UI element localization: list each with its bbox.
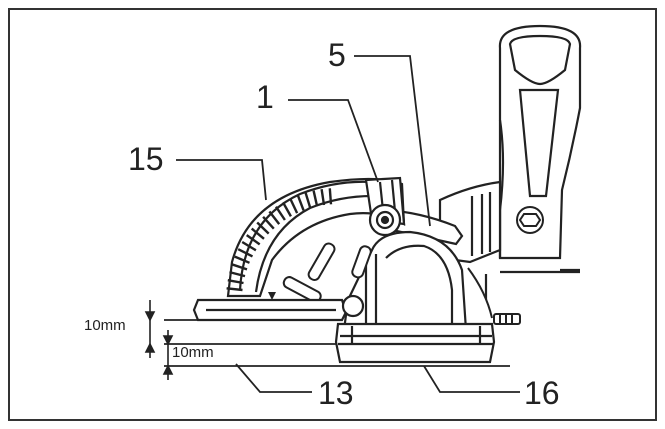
front-base-plate	[192, 298, 348, 322]
guard-rib	[226, 287, 243, 292]
guard-rib	[231, 263, 248, 271]
guard-rib	[281, 201, 292, 217]
guard-rib	[275, 206, 286, 221]
base-roller-icon	[341, 294, 365, 318]
callout-1: 1	[256, 79, 274, 115]
rear-base-block	[334, 322, 496, 364]
guard-rib	[268, 210, 281, 225]
guard-rib	[296, 194, 305, 211]
guard-rib	[250, 227, 265, 240]
guard-rib	[227, 279, 244, 285]
pivot-knob-icon	[368, 203, 402, 237]
guard-rib	[246, 234, 261, 246]
guard-rib	[237, 248, 254, 258]
direction-arrow-icon	[268, 292, 276, 300]
handle-screw-icon	[516, 206, 544, 234]
guard-rib	[256, 221, 270, 235]
lower-blade-guard	[342, 230, 468, 332]
dimension-label-lower: 10mm	[172, 344, 214, 361]
figure-frame	[8, 8, 657, 421]
guard-rib	[289, 198, 299, 214]
callout-13: 13	[318, 375, 354, 411]
guard-rib	[234, 255, 250, 264]
guard-rib	[320, 189, 326, 206]
callout-15: 15	[128, 141, 164, 177]
reference-lines	[164, 319, 510, 367]
guard-rib	[262, 215, 275, 230]
callout-16: 16	[524, 375, 560, 411]
dimension-label-upper: 10mm	[84, 317, 126, 334]
upper-blade-guard	[226, 177, 406, 298]
callout-5: 5	[328, 37, 346, 73]
guard-rib	[312, 190, 319, 207]
guard-rib	[304, 192, 312, 209]
guard-ribs	[226, 188, 333, 292]
guard-rib	[328, 188, 333, 205]
guard-rib	[241, 240, 257, 252]
saw-handle	[498, 24, 582, 260]
dimension-arrows	[144, 300, 174, 380]
leader-lines	[176, 55, 520, 393]
cable-clip-icon	[467, 267, 521, 325]
guard-rib	[229, 270, 246, 278]
